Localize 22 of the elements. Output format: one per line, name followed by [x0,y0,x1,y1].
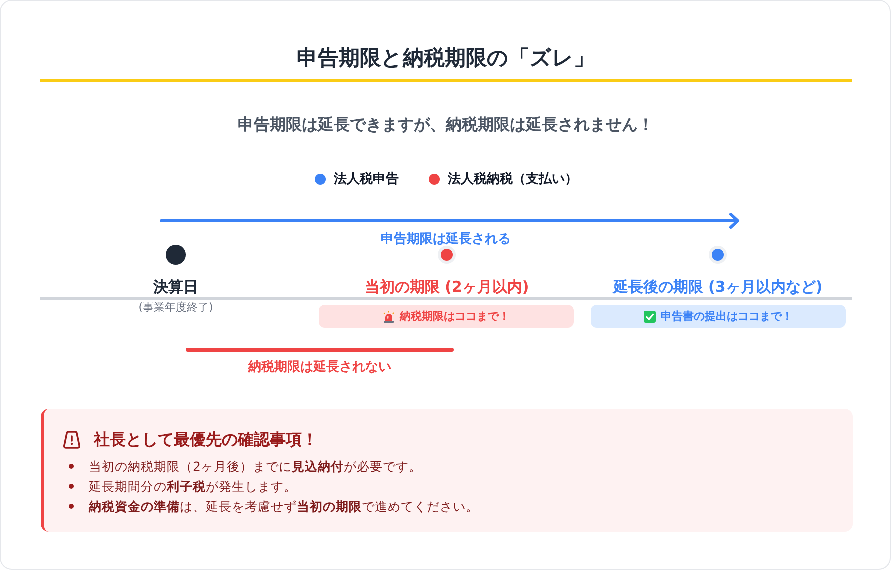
diagram-title: 申告期限と納税期限の「ズレ」 [297,45,595,72]
bullet-item: 当初の納税期限（2ヶ月後）までに見込納付が必要です。 [69,457,479,477]
timeline-dot [709,246,727,264]
period-label: 申告期限は延長される [381,231,511,248]
milestone-label: 延長後の期限 (3ヶ月以内など) [613,278,823,296]
bullet-item: 納税資金の準備は、延長を考慮せず当初の期限で進めてください。 [69,497,479,517]
milestone-label: 決算日 [154,278,198,296]
bullet-item: 延長期間分の利子税が発生します。 [69,477,479,497]
timeline-dot [166,245,186,265]
milestone-label: 当初の期限 (2ヶ月以内) [364,278,530,296]
alert-callout [41,409,853,532]
legend-label: 法人税納税（支払い） [448,171,578,188]
badge-label: 納税期限はココまで！ [400,310,510,324]
deadline-badge [319,305,574,328]
subtitle: 申告期限は延長できますが、納税期限は延長されません！ [238,114,654,136]
callout-heading: 社長として最優先の確認事項！ [94,429,318,450]
legend-label: 法人税申告 [334,171,399,188]
deadline-badge [591,305,846,328]
badge-label: 申告書の提出はココまで！ [661,310,793,324]
timeline-dot [438,246,456,264]
period-label: 納税期限は延長されない [248,359,392,376]
milestone-note: (事業年度終了) [138,301,214,315]
